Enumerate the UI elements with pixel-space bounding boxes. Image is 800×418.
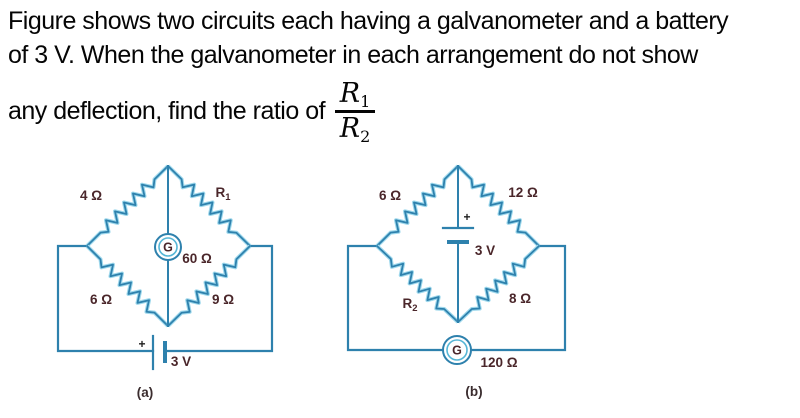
ratio-denominator-subscript: 2 — [360, 126, 371, 146]
circuit-b-resistor-top-left — [376, 165, 459, 247]
circuit-b-battery-plus-sign: + — [463, 210, 470, 224]
circuit-a-left-outer-wire — [56, 244, 155, 353]
circuit-b-resistor-top-right — [457, 165, 540, 247]
problem-text-line-2: of 3 V. When the galvanometer in each ar… — [8, 41, 698, 69]
circuit-a-resistor-bottom-right — [167, 245, 251, 327]
circuit-b-caption: (b) — [465, 384, 482, 399]
circuit-a-resistor-top-right — [167, 165, 251, 247]
circuit-a-right-outer-wire — [163, 244, 274, 353]
circuit-b-label-bottom-left: R2 — [403, 296, 418, 314]
circuit-b-left-outer-wire — [346, 244, 446, 352]
circuit-a-label-top-left-main: 4 Ω — [80, 188, 102, 203]
circuit-b-label-top-left: 6 Ω — [379, 188, 401, 203]
circuit-a-label-bottom-left-main: 6 Ω — [90, 292, 112, 307]
circuit-a-caption: (a) — [137, 385, 154, 400]
circuit-a-resistor-top-left — [86, 165, 169, 247]
circuit-b-label-bottom-right: 8 Ω — [509, 291, 531, 306]
fraction-bar — [335, 110, 376, 113]
problem-text-line-3-prefix: any deflection, find the ratio of — [8, 96, 326, 125]
circuit-b-right-outer-wire — [469, 244, 567, 352]
circuit-a-galvanometer-icon-inner-ring — [158, 237, 178, 257]
circuit-b-galvanometer-icon-inner-ring — [446, 339, 468, 361]
circuit-a-label-top-right: R1 — [216, 185, 231, 203]
circuit-b-label-top-right: 12 Ω — [508, 185, 538, 200]
circuit-b-galvanometer-resistance-label: 120 Ω — [480, 355, 517, 370]
circuit-a-galvanometer-icon-letter: G — [163, 241, 173, 255]
circuit-a-galvanometer-resistance-label: 60 Ω — [182, 251, 212, 266]
circuit-b-galvanometer-icon-letter: G — [452, 344, 462, 358]
circuit-b-label-bottom-right-main: 8 Ω — [509, 291, 531, 306]
circuit-a-label-bottom-right-main: 9 Ω — [212, 292, 234, 307]
circuit-a-label-top-right-main: R — [216, 185, 226, 200]
problem-text-line-1: Figure shows two circuits each having a … — [8, 7, 729, 35]
circuit-a-battery-plus-sign: + — [138, 337, 145, 351]
circuit-a-battery-voltage-label: 3 V — [171, 354, 191, 369]
circuit-b-label-top-right-main: 12 Ω — [508, 185, 538, 200]
circuit-b-galvanometer-resistance-label-main: 120 Ω — [480, 355, 517, 370]
circuit-a-label-top-right-sub: 1 — [225, 192, 230, 203]
circuit-b-resistor-bottom-left — [376, 245, 459, 323]
circuit-b-label-bottom-left-main: R — [403, 296, 413, 311]
circuit-b-label-top-left-main: 6 Ω — [379, 188, 401, 203]
circuit-b: + G 6 Ω 12 Ω R2 8 Ω 120 Ω 3 V (b) — [346, 164, 567, 399]
ratio-numerator-subscript: 1 — [360, 92, 371, 112]
circuit-a: G +4 Ω R1 6 Ω 9 Ω 60 Ω 3 V (a) — [56, 164, 274, 400]
circuit-a-label-bottom-left: 6 Ω — [90, 292, 112, 307]
circuit-a-label-bottom-right: 9 Ω — [212, 292, 234, 307]
ratio-denominator-symbol: R — [339, 112, 361, 144]
circuit-b-label-bottom-left-sub: 2 — [412, 303, 417, 314]
circuit-a-galvanometer-resistance-label-main: 60 Ω — [182, 251, 212, 266]
circuit-a-label-top-left: 4 Ω — [80, 188, 102, 203]
ratio-numerator-symbol: R — [339, 78, 361, 110]
circuit-b-resistor-bottom-right — [457, 245, 540, 323]
circuit-a-resistor-bottom-left — [86, 245, 169, 327]
circuit-b-battery-voltage-label: 3 V — [475, 243, 495, 258]
